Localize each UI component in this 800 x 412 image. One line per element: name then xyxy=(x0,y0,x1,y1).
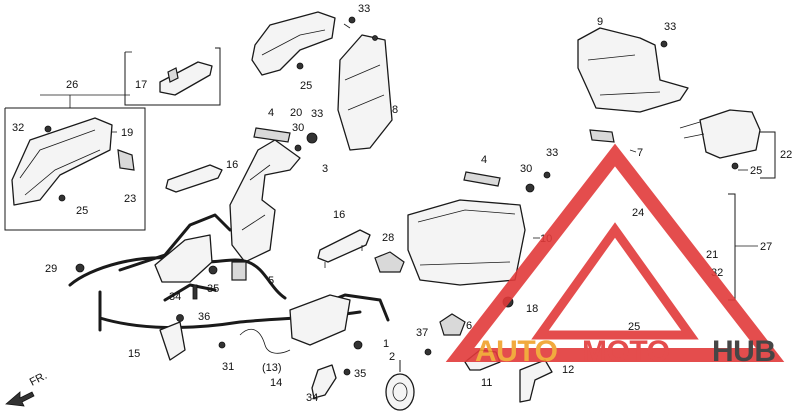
callout-3: 3 xyxy=(322,163,328,175)
callout-16-center: 16 xyxy=(333,209,345,221)
callout-16-left: 16 xyxy=(226,159,238,171)
shield-8 xyxy=(337,34,393,151)
cover-20 xyxy=(251,11,336,76)
callout-26: 26 xyxy=(66,79,78,91)
callout-6: 6 xyxy=(466,320,472,332)
inset-box-17 xyxy=(124,47,221,106)
callout-1: 1 xyxy=(383,338,389,350)
callout-4-left: 4 xyxy=(268,107,274,119)
callout-5: 5 xyxy=(268,275,274,287)
callout-15: 15 xyxy=(128,348,140,360)
tray-10 xyxy=(407,199,526,286)
callout-13: (13) xyxy=(262,362,282,374)
callout-18: 18 xyxy=(526,303,538,315)
callout-9: 9 xyxy=(597,16,603,28)
cover-9 xyxy=(577,27,689,113)
callout-30-right: 30 xyxy=(520,163,532,175)
pad-16-center xyxy=(317,229,371,263)
callout-30-center: 30 xyxy=(292,122,304,134)
callout-labels: 26 32 19 23 25 17 16 29 35 34 36 15 31 (… xyxy=(12,3,792,404)
callout-27: 27 xyxy=(760,241,772,253)
grommet-6 xyxy=(439,313,466,336)
callout-11: 11 xyxy=(481,377,492,389)
watermark-text-auto: AUTO xyxy=(475,335,558,368)
watermark-text-hub: HUB xyxy=(712,335,776,368)
group-27-bracket xyxy=(728,193,736,301)
panel-22 xyxy=(699,109,761,159)
front-label: FR. xyxy=(28,370,49,389)
callout-31: 31 xyxy=(222,361,234,373)
horn-2 xyxy=(385,360,415,411)
callout-8: 8 xyxy=(392,104,398,116)
callout-33-top: 33 xyxy=(358,3,370,15)
front-arrow-icon xyxy=(5,391,35,407)
bolt-29 xyxy=(75,263,85,273)
clip-7 xyxy=(589,129,615,143)
watermark-triangle-icon xyxy=(445,143,785,362)
inset-box-26 xyxy=(4,94,146,231)
watermark-logo: AUTO MOTO HUB xyxy=(445,143,785,368)
callout-34-bottom: 34 xyxy=(306,392,318,404)
callout-33-center: 33 xyxy=(311,108,323,120)
clip-5 xyxy=(231,261,247,281)
watermark-text-moto: MOTO xyxy=(582,335,670,368)
callout-7: 7 xyxy=(637,147,643,159)
callout-25-left: 25 xyxy=(76,205,88,217)
callout-4-right: 4 xyxy=(481,154,487,166)
main-frame-15 xyxy=(68,213,390,361)
stay-bracket-3 xyxy=(229,139,301,263)
callout-36: 36 xyxy=(198,311,210,323)
pad-4-left xyxy=(253,127,291,143)
callout-25-bottom: 25 xyxy=(628,321,640,333)
leader-lines xyxy=(343,23,758,247)
callout-28: 28 xyxy=(382,232,394,244)
front-direction-indicator: FR. xyxy=(5,370,49,407)
callout-24: 24 xyxy=(632,207,644,219)
callout-25-center: 25 xyxy=(300,80,312,92)
callout-22: 22 xyxy=(780,149,792,161)
pad-16-left xyxy=(165,164,223,193)
callout-17: 17 xyxy=(135,79,147,91)
callout-20: 20 xyxy=(290,107,302,119)
bracket-14 xyxy=(311,364,337,399)
callout-21: 21 xyxy=(706,249,718,261)
callout-19: 19 xyxy=(121,127,133,139)
callout-37: 37 xyxy=(416,327,428,339)
callout-33-right: 33 xyxy=(546,147,558,159)
callout-29: 29 xyxy=(45,263,57,275)
callout-33-topright: 33 xyxy=(664,21,676,33)
callout-35-left: 35 xyxy=(207,283,219,295)
callout-23: 23 xyxy=(124,193,136,205)
bracket-28 xyxy=(374,251,405,273)
callout-32-left: 32 xyxy=(12,122,24,134)
callout-12: 12 xyxy=(562,364,574,376)
callout-35-bottom: 35 xyxy=(354,368,366,380)
callout-2: 2 xyxy=(389,351,395,363)
callout-25-right: 25 xyxy=(750,165,762,177)
pad-4-right xyxy=(463,171,501,187)
callout-14: 14 xyxy=(270,377,282,389)
callout-34-left: 34 xyxy=(169,291,181,303)
